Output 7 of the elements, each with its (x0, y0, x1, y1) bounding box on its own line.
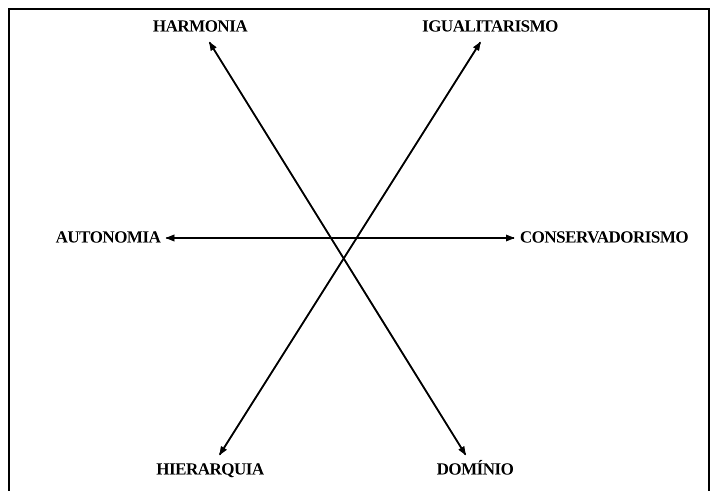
value-label: IGUALITARISMO (422, 18, 558, 36)
value-label: AUTONOMIA (56, 228, 160, 248)
value-label: CONSERVADORISMO (520, 228, 688, 248)
double-arrow (165, 234, 515, 242)
value-label: DOMÍNIO (436, 460, 514, 480)
value-label: HARMONIA (152, 18, 248, 36)
value-label: HIERARQUIA (156, 460, 264, 480)
